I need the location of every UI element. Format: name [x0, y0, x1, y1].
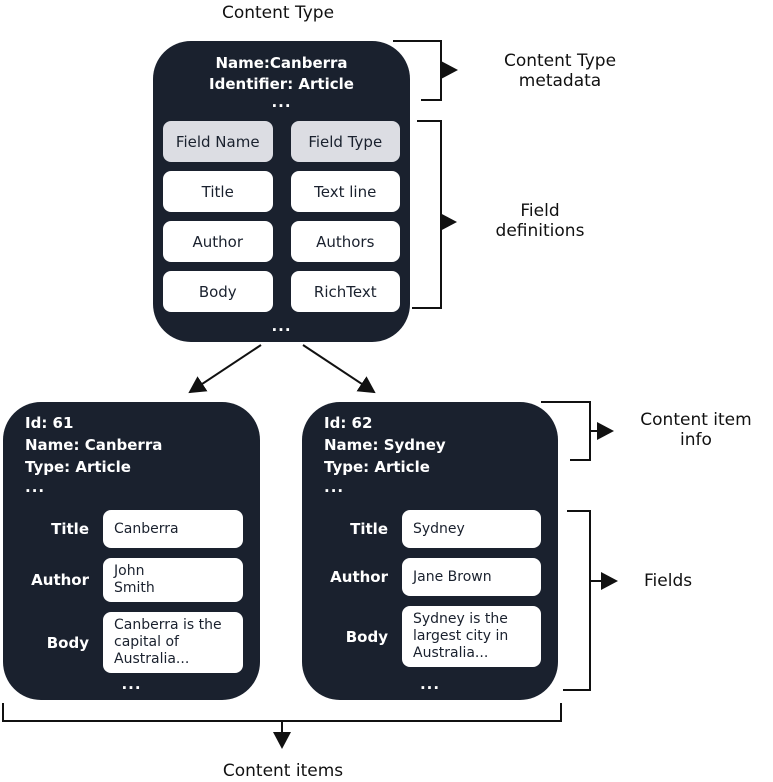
field-name-chip: Author — [163, 221, 273, 262]
field-label: Title — [51, 520, 89, 538]
field-name-chip: Body — [163, 271, 273, 312]
item-type: Type: Article — [324, 458, 430, 476]
item-field-row: Title Canberra — [23, 510, 243, 548]
item-fields: Title Canberra Author John Smith Body Ca… — [23, 510, 243, 673]
item-name: Name: Canberra — [25, 436, 163, 454]
field-type-chip: Authors — [290, 221, 400, 262]
field-type-header-chip: Field Type — [290, 121, 400, 162]
item-info-block: Id: 62 Name: Sydney Type: Article ... — [302, 402, 558, 496]
field-value: Sydney is the largest city in Australia.… — [402, 606, 541, 667]
item-field-row: Author John Smith — [23, 558, 243, 602]
field-label: Author — [330, 568, 388, 586]
type-to-left-item-arrow — [188, 344, 262, 394]
item-field-row: Title Sydney — [322, 510, 541, 548]
content-type-card: Name:Canberra Identifier: Article ... Fi… — [153, 41, 410, 342]
field-value: Canberra — [103, 510, 243, 548]
item-fields: Title Sydney Author Jane Brown Body Sydn… — [322, 510, 541, 667]
diagram-title: Content Type — [221, 3, 335, 23]
item-id: Id: 61 — [25, 414, 74, 432]
item-field-row: Body Sydney is the largest city in Austr… — [322, 606, 541, 667]
field-type-chip: RichText — [290, 271, 400, 312]
field-type-chip: Text line — [290, 171, 400, 212]
field-definition-table: Field Name Field Type Title Text line Au… — [163, 121, 400, 312]
item-name: Name: Sydney — [324, 436, 446, 454]
content-item-info-label: Content item info — [640, 410, 752, 450]
field-label: Body — [345, 627, 388, 646]
field-definitions-label: Field definitions — [495, 201, 585, 241]
content-type-meta-ellipsis: ... — [271, 93, 292, 111]
item-field-row: Body Canberra is the capital of Australi… — [23, 612, 243, 673]
item-id: Id: 62 — [324, 414, 373, 432]
field-definitions-bracket — [412, 120, 442, 309]
field-value: John Smith — [103, 558, 243, 602]
item-info-block: Id: 61 Name: Canberra Type: Article ... — [3, 402, 260, 496]
field-label: Body — [46, 633, 89, 652]
item-field-row: Author Jane Brown — [322, 558, 541, 596]
content-type-more-ellipsis: ... — [271, 317, 292, 335]
fields-bracket — [563, 510, 591, 691]
fields-label: Fields — [644, 571, 693, 591]
content-type-identifier: Identifier: Article — [209, 75, 354, 93]
field-label: Title — [350, 520, 388, 538]
field-name-chip: Title — [163, 171, 273, 212]
content-type-name: Name:Canberra — [215, 54, 348, 72]
item-more-ellipsis: ... — [121, 675, 142, 693]
item-info-ellipsis: ... — [324, 478, 345, 496]
content-items-label: Content items — [222, 761, 344, 781]
content-item-card-sydney: Id: 62 Name: Sydney Type: Article ... Ti… — [302, 402, 558, 700]
content-type-metadata-block: Name:Canberra Identifier: Article ... — [153, 41, 410, 111]
field-value: Jane Brown — [402, 558, 541, 596]
field-name-header-chip: Field Name — [163, 121, 273, 162]
content-type-metadata-label: Content Type metadata — [503, 51, 617, 91]
item-type: Type: Article — [25, 458, 131, 476]
item-info-ellipsis: ... — [25, 478, 46, 496]
field-value: Canberra is the capital of Australia... — [103, 612, 243, 673]
item-more-ellipsis: ... — [419, 675, 441, 693]
content-items-bracket — [2, 703, 562, 722]
field-value: Sydney — [402, 510, 541, 548]
content-item-card-canberra: Id: 61 Name: Canberra Type: Article ... … — [3, 402, 260, 700]
type-to-right-item-arrow — [302, 344, 376, 394]
field-label: Author — [31, 571, 89, 589]
